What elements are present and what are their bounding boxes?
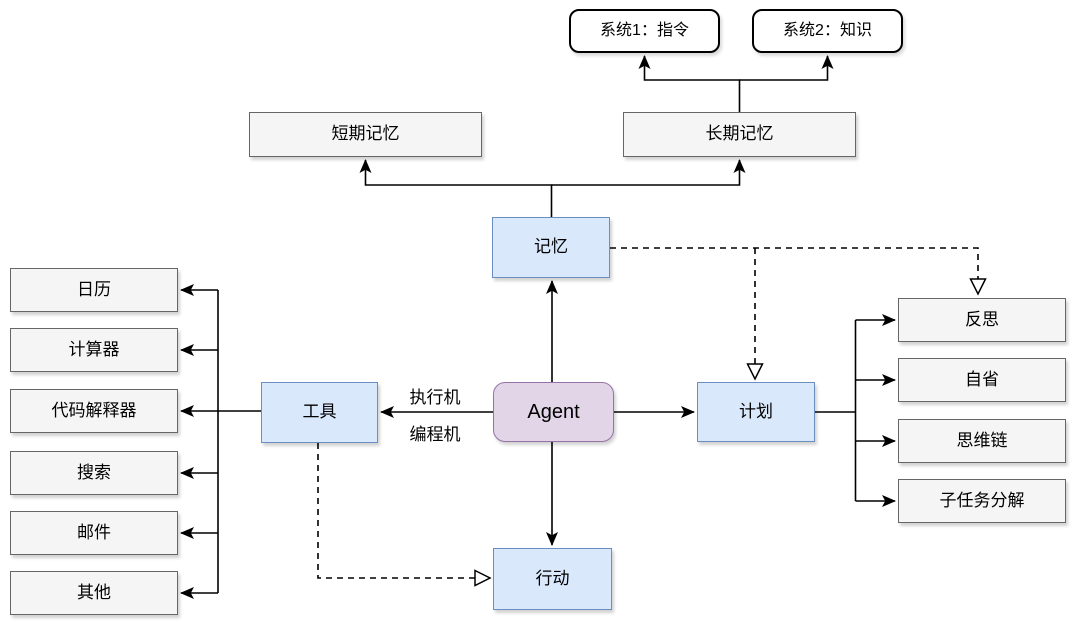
node-system1-instructions: 系统1：指令 <box>569 9 720 53</box>
node-agent: Agent <box>493 382 614 442</box>
node-system2-knowledge: 系统2：知识 <box>752 9 903 53</box>
node-planning: 计划 <box>697 382 815 442</box>
node-short-term-memory: 短期记忆 <box>249 112 482 157</box>
node-tool-item-calculator: 计算器 <box>10 328 178 372</box>
node-tool-item-calendar: 日历 <box>10 268 178 312</box>
node-memory: 记忆 <box>492 217 610 278</box>
node-planning-item-chain-of-thought: 思维链 <box>898 419 1066 463</box>
node-planning-item-self-criticism: 自省 <box>898 358 1066 402</box>
node-planning-item-subtask-decomposition: 子任务分解 <box>898 479 1066 523</box>
edge-label-executor: 执行机 <box>409 388 461 407</box>
node-tool-item-other: 其他 <box>10 571 178 615</box>
node-tool-item-email: 邮件 <box>10 511 178 555</box>
node-tool-item-code-interpreter: 代码解释器 <box>10 389 178 433</box>
node-long-term-memory: 长期记忆 <box>623 112 856 157</box>
node-tool-item-search: 搜索 <box>10 451 178 495</box>
edge-label-programmer: 编程机 <box>409 425 461 444</box>
node-planning-item-reflection: 反思 <box>898 298 1066 342</box>
node-tools: 工具 <box>261 382 378 443</box>
node-action: 行动 <box>493 548 612 610</box>
